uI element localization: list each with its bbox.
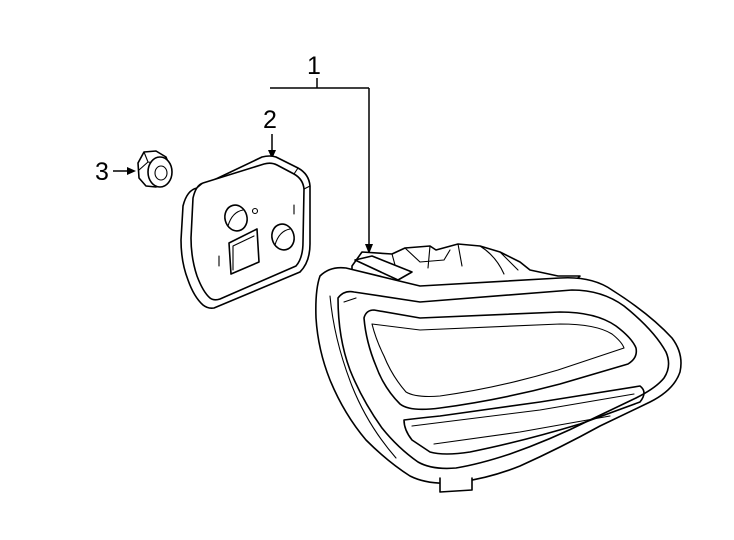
- lamp-lens-inner: [371, 323, 625, 398]
- lamp-inner-rim: [337, 289, 670, 470]
- callout-1-arrow: [365, 244, 373, 254]
- callout-1-label: 1: [307, 52, 321, 80]
- callout-3-label: 3: [95, 158, 109, 186]
- nut-flange: [147, 156, 173, 188]
- tail-lamp-assembly-part[interactable]: [315, 243, 682, 493]
- nut-bore: [154, 165, 168, 181]
- callout-2-arrow: [268, 150, 276, 159]
- gasket-square-inner: [232, 235, 255, 271]
- callout-3-arrow: [127, 167, 136, 175]
- gasket-square-opening: [228, 228, 260, 275]
- gasket-hole-right: [271, 223, 295, 251]
- gasket-hole-left: [224, 204, 248, 232]
- gasket-hole-left-inner: [227, 209, 244, 227]
- gasket-top-edge: [196, 167, 311, 190]
- lamp-outer-body: [315, 266, 682, 484]
- lamp-lower-bar-inner: [411, 393, 635, 445]
- lamp-lower-bar: [403, 385, 645, 455]
- callout-1[interactable]: 1: [270, 52, 373, 254]
- gasket-part[interactable]: [180, 155, 311, 309]
- lamp-lens-window: [363, 309, 638, 411]
- lamp-side-strip: [329, 295, 397, 459]
- lamp-mount-tab: [354, 255, 413, 281]
- callout-2[interactable]: 2: [263, 106, 277, 159]
- lamp-bottom-stud: [439, 477, 473, 493]
- callout-2-label: 2: [263, 106, 277, 134]
- nut-part[interactable]: [137, 150, 173, 188]
- callout-1-leader: [270, 78, 370, 246]
- gasket-pin-hole: [251, 207, 259, 215]
- callout-3[interactable]: 3: [95, 158, 136, 186]
- gasket-hole-right-inner: [274, 228, 291, 246]
